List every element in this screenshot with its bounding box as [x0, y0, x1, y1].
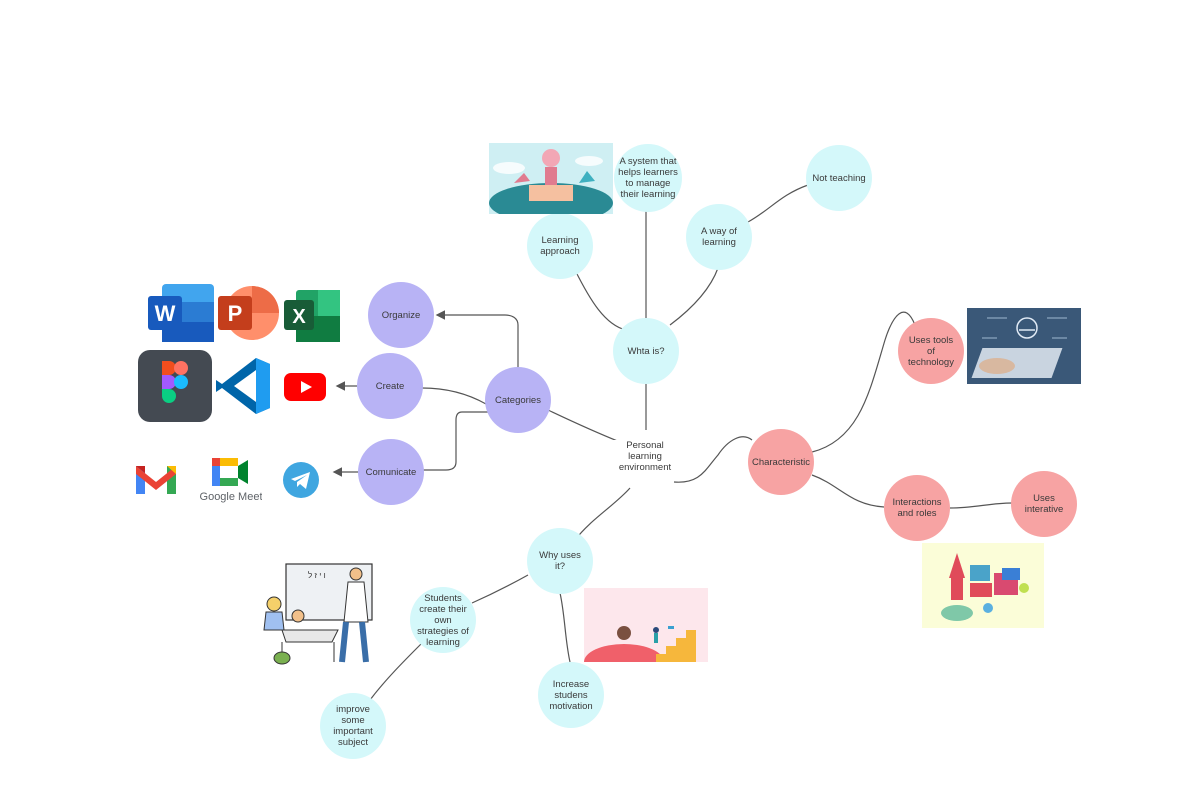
telegram-icon [283, 462, 319, 498]
powerpoint-icon: P [218, 284, 280, 342]
node-label: Interactions and roles [892, 497, 942, 519]
excel-letter: X [292, 306, 306, 328]
google-meet-label: Google Meet [200, 491, 262, 503]
figma-icon [138, 350, 212, 422]
node-label: Comunicate [365, 466, 417, 478]
node-categories[interactable]: Categories [485, 367, 551, 433]
node-label: Students create their own strategies of … [417, 592, 469, 648]
google-meet-icon: Google Meet [200, 456, 262, 504]
node-label: Increase studens motivation [549, 678, 593, 712]
node-label: A system that helps learners to manage t… [618, 156, 678, 200]
word-icon: W [148, 282, 216, 344]
excel-icon: X [284, 290, 340, 342]
node-increase[interactable]: Increase studens motivation [538, 662, 604, 728]
svg-text:ו י ז ל: ו י ז ל [308, 571, 326, 580]
word-letter: W [155, 301, 176, 326]
node-label: Create [375, 380, 405, 392]
node-learning-approach[interactable]: Learning approach [527, 213, 593, 279]
node-way-of-learning[interactable]: A way of learning [686, 204, 752, 270]
node-label: improve some important subject [333, 704, 373, 748]
node-improve[interactable]: improve some important subject [320, 693, 386, 759]
node-comunicate[interactable]: Comunicate [358, 439, 424, 505]
node-label: Why uses it? [539, 550, 581, 572]
motivation-illustration [584, 588, 708, 662]
node-students-create[interactable]: Students create their own strategies of … [410, 587, 476, 653]
node-label: Uses tools of technology [908, 334, 954, 368]
powerpoint-letter: P [228, 301, 243, 326]
laptop-illustration [967, 308, 1081, 384]
node-uses-interative[interactable]: Uses interative [1011, 471, 1077, 537]
node-uses-tools[interactable]: Uses tools of technology [898, 318, 964, 384]
node-label: Learning approach [540, 235, 580, 257]
node-interactions[interactable]: Interactions and roles [884, 475, 950, 541]
node-label: Organize [381, 309, 421, 321]
interactive-illustration [922, 543, 1044, 628]
vscode-icon [214, 356, 272, 416]
node-create[interactable]: Create [357, 353, 423, 419]
node-label: A way of learning [701, 226, 737, 248]
node-label: Not teaching [812, 172, 866, 184]
node-label: Characteristic [751, 456, 811, 468]
node-label: Whta is? [627, 345, 665, 357]
center-label: Personal learning environment [618, 440, 672, 473]
node-label: Categories [495, 394, 541, 406]
gmail-icon [136, 462, 176, 494]
classroom-illustration: ו י ז ל [252, 560, 376, 672]
node-system[interactable]: A system that helps learners to manage t… [614, 144, 682, 212]
youtube-icon [284, 373, 326, 401]
node-organize[interactable]: Organize [368, 282, 434, 348]
node-why-uses[interactable]: Why uses it? [527, 528, 593, 594]
node-what-is[interactable]: Whta is? [613, 318, 679, 384]
node-not-teaching[interactable]: Not teaching [806, 145, 872, 211]
brain-illustration [489, 143, 613, 214]
center-node[interactable]: Personal learning environment [612, 440, 678, 480]
node-label: Uses interative [1024, 493, 1064, 515]
node-characteristic[interactable]: Characteristic [748, 429, 814, 495]
